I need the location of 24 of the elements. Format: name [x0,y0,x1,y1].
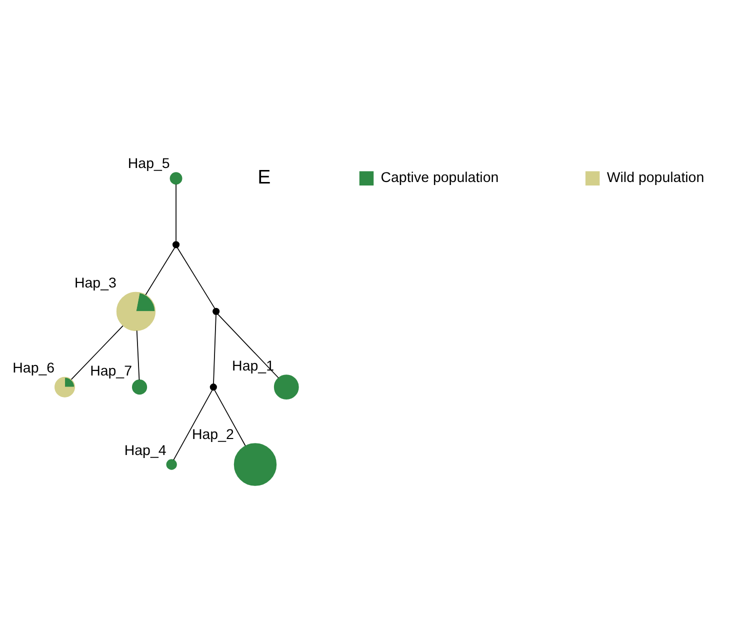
node-label: Hap_5 [128,155,170,172]
node-circle [170,172,182,184]
node-circle [166,458,177,470]
connector [214,389,246,446]
connector [145,246,176,295]
node-label: Hap_4 [124,442,166,458]
node-circle [210,383,217,390]
connector [136,330,140,380]
node-label: Hap_6 [12,360,55,376]
node-label: Hap_7 [90,362,132,379]
node-label: Hap_2 [192,426,234,442]
connector [213,314,216,384]
node-circle [212,307,220,314]
node-label: Hap_3 [74,275,116,292]
legend-label: Wild population [606,169,704,186]
node-circle [274,374,299,400]
legend-label: Captive population [380,169,499,186]
node-circle [132,379,148,394]
label: E [258,166,271,188]
connector [70,324,124,380]
connector [173,389,213,460]
connector [176,246,216,308]
node-circle [234,442,277,486]
node-circle [172,240,180,248]
